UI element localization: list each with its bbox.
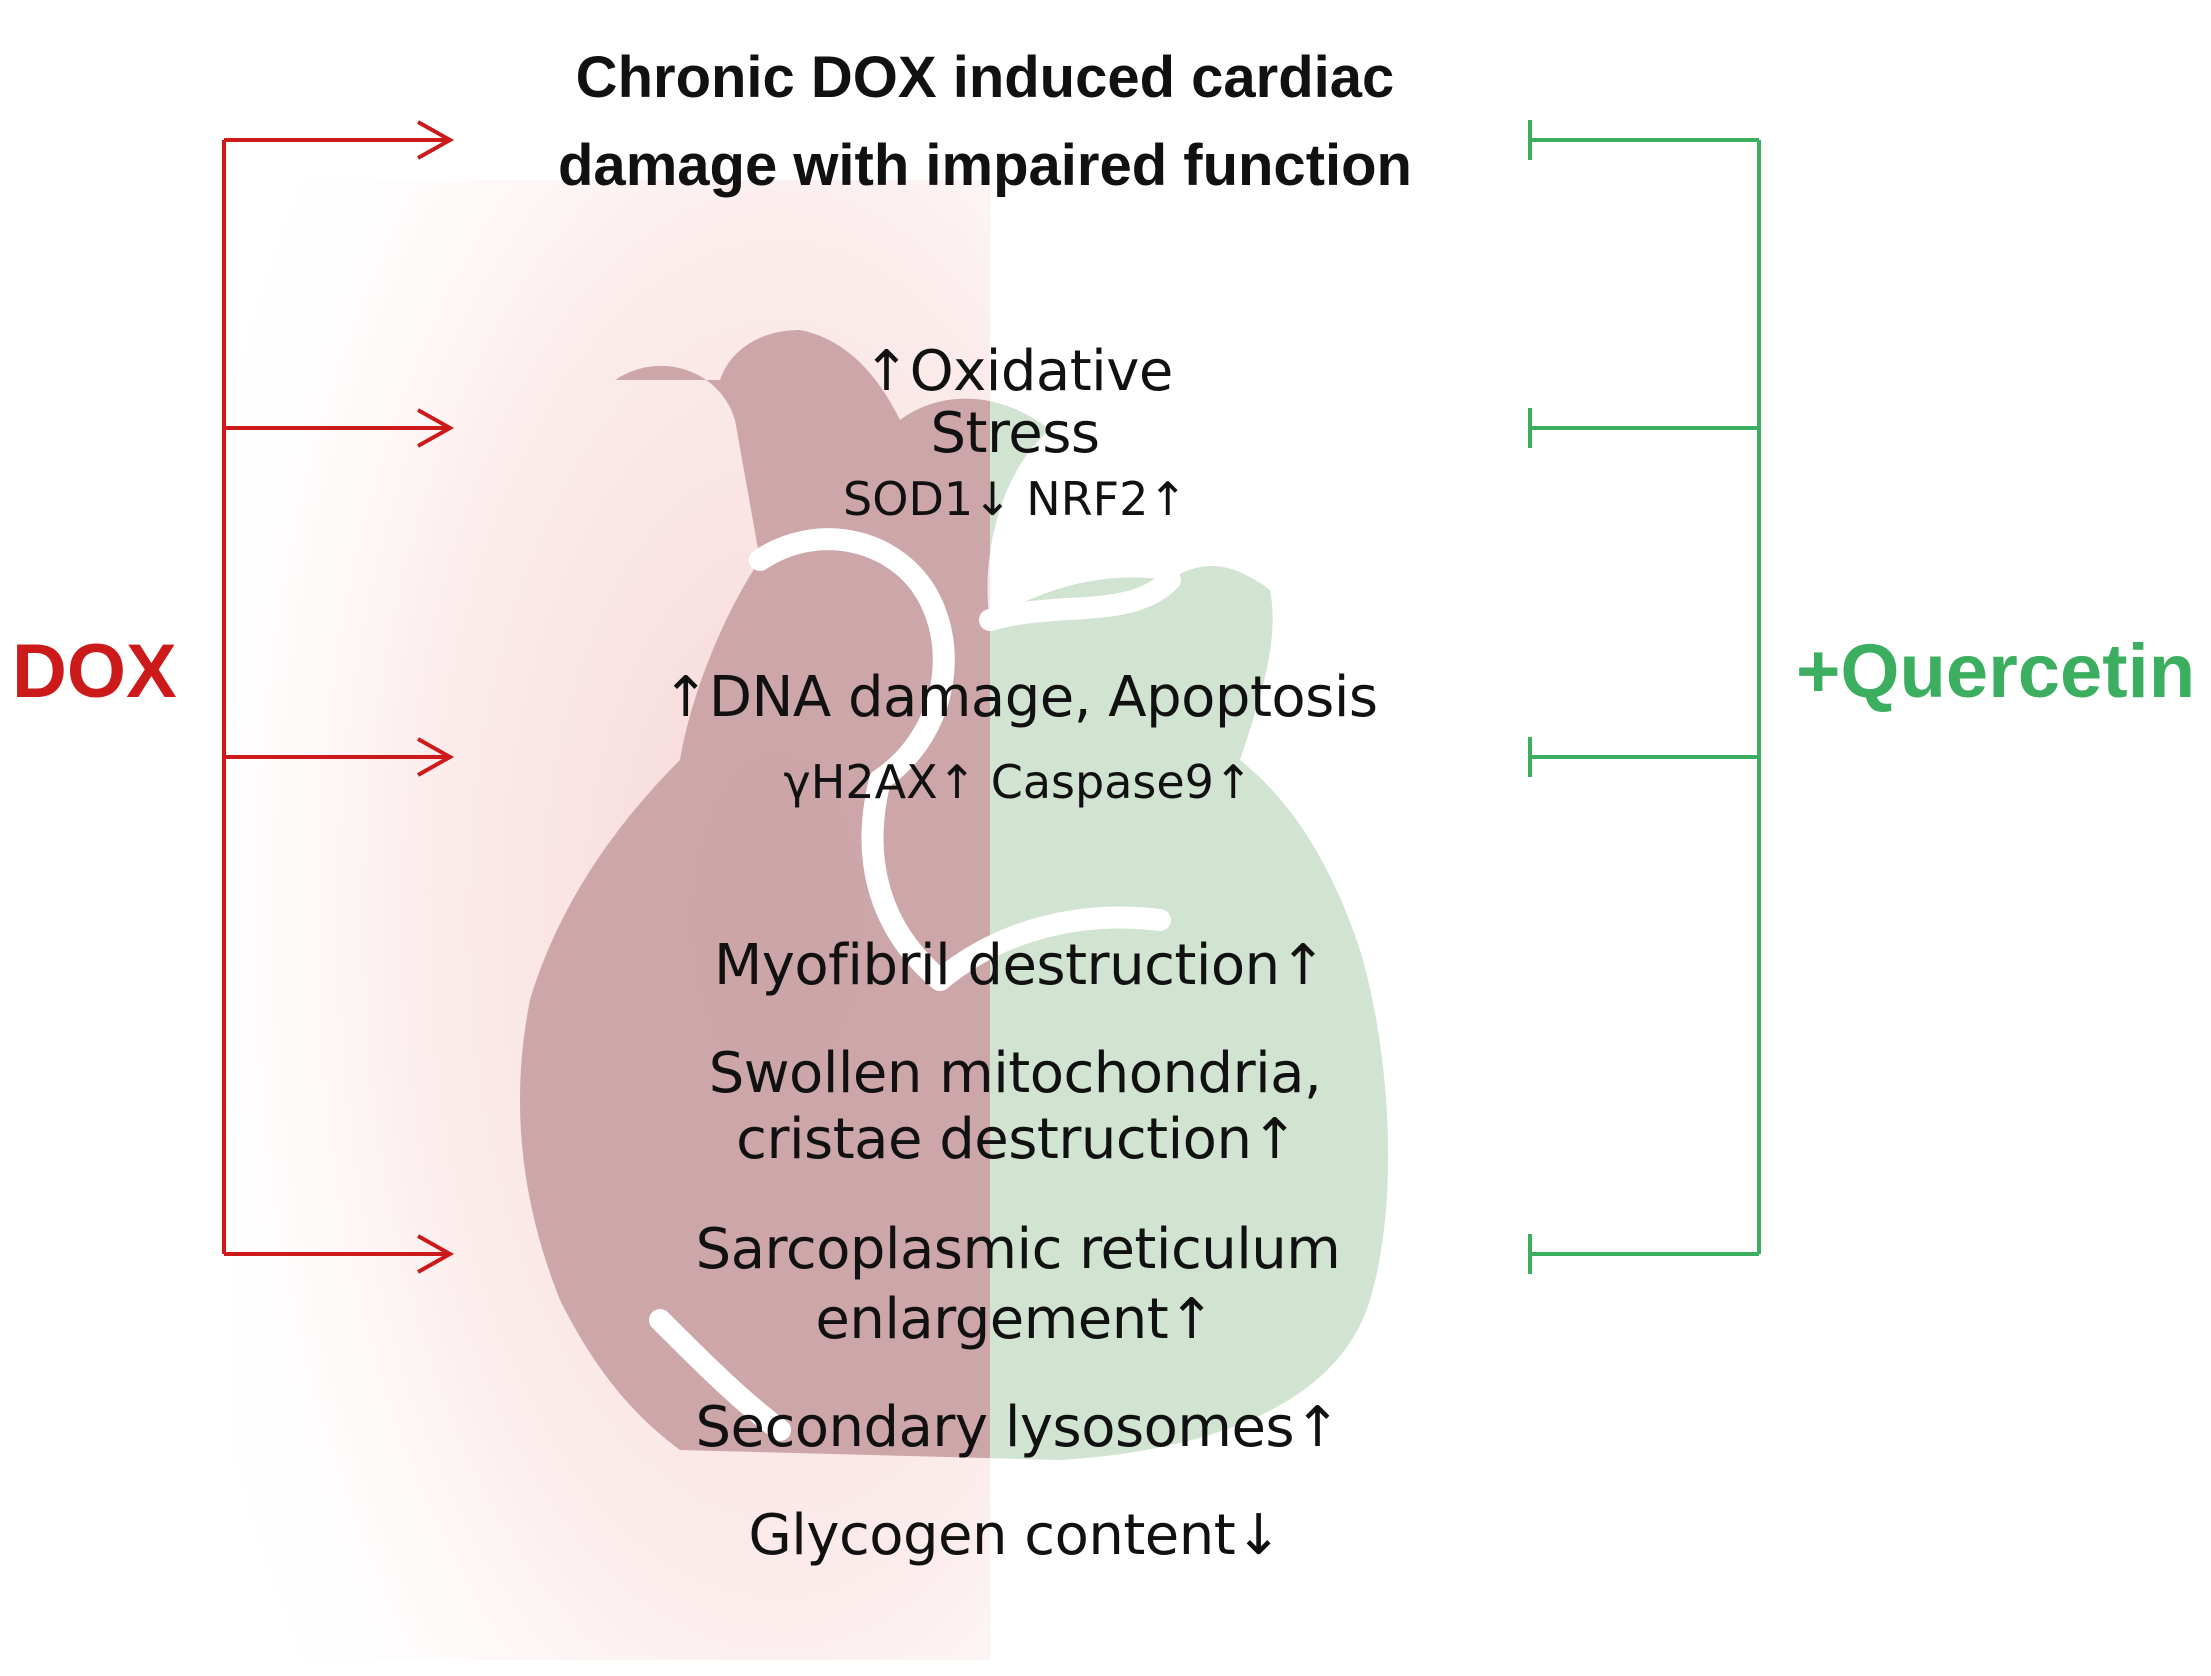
title-line-1: Chronic DOX induced cardiac <box>575 45 1395 110</box>
heart-illustration <box>520 330 1389 1460</box>
sarcoplasmic-line-1: Sarcoplasmic reticulum <box>695 1217 1341 1282</box>
oxidative-markers: SOD1↓ NRF2↑ <box>843 472 1187 526</box>
glycogen-line: Glycogen content↓ <box>748 1503 1282 1568</box>
quercetin-label: +Quercetin <box>1796 629 2196 714</box>
quercetin-inhibitor-ultrastructure <box>1528 1234 1759 1274</box>
oxidative-line-2: Stress <box>930 401 1100 466</box>
myofibril-line: Myofibril destruction↑ <box>713 933 1327 998</box>
quercetin-inhibitor-title <box>1528 120 1759 160</box>
dox-label: DOX <box>12 629 177 714</box>
dna-damage-line: ↑DNA damage, Apoptosis <box>662 665 1378 730</box>
dox-arrow-dna <box>224 737 455 777</box>
quercetin-inhibitor-oxidative <box>1528 408 1759 448</box>
mitochondria-line-1: Swollen mitochondria, <box>708 1041 1322 1106</box>
quercetin-bracket <box>1528 120 1761 1274</box>
title-line-2: damage with impaired function <box>558 133 1412 198</box>
lysosomes-line: Secondary lysosomes↑ <box>695 1395 1341 1460</box>
dox-arrow-oxidative <box>224 408 455 448</box>
quercetin-inhibitor-dna <box>1528 737 1759 777</box>
oxidative-line-1: ↑Oxidative <box>863 339 1173 404</box>
mitochondria-line-2: cristae destruction↑ <box>736 1107 1298 1172</box>
dox-arrow-title <box>224 120 455 160</box>
sarcoplasmic-line-2: enlargement↑ <box>815 1287 1215 1352</box>
dox-arrow-ultrastructure <box>224 1234 455 1274</box>
dox-bracket <box>222 120 455 1274</box>
dna-markers: γH2AX↑ Caspase9↑ <box>783 755 1253 809</box>
